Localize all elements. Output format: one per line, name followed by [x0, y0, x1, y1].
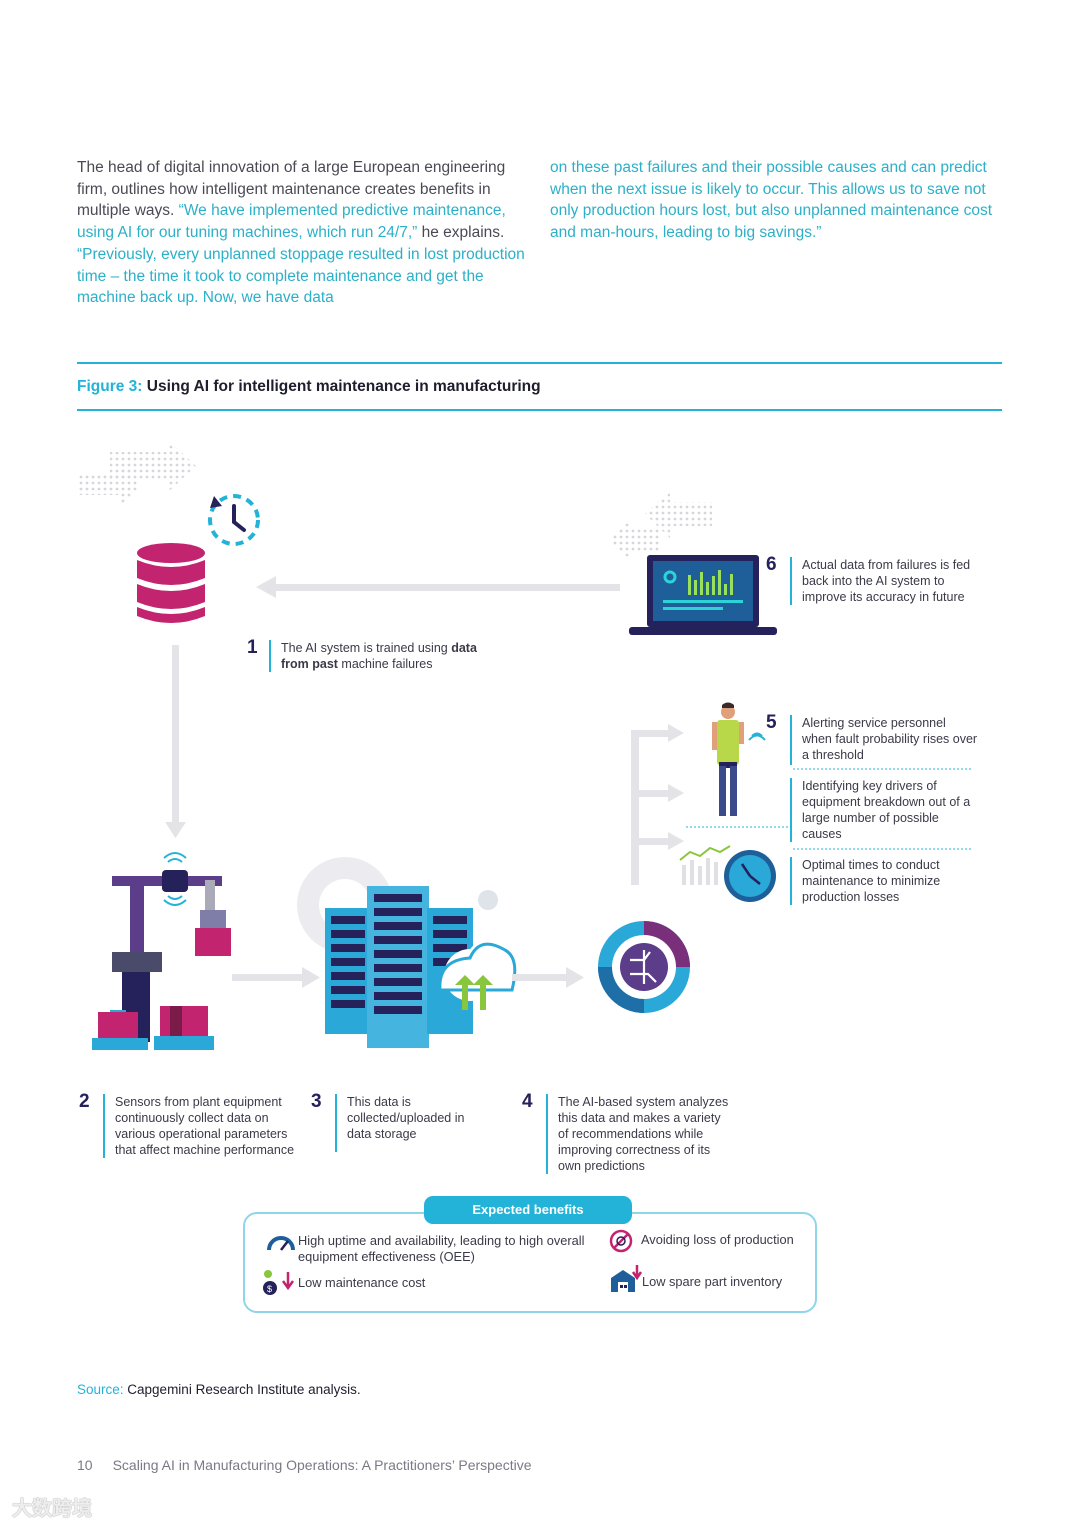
intro-text: The head of digital innovation of a larg… [77, 159, 506, 220]
step-6-text: Actual data from failures is fed back in… [790, 557, 992, 605]
report-title: Scaling AI in Manufacturing Operations: … [112, 1457, 532, 1473]
robot-arm-icon [92, 852, 231, 1050]
figure-title: Figure 3: Using AI for intelligent maint… [77, 378, 541, 396]
source-text: Capgemini Research Institute analysis. [123, 1382, 361, 1397]
service-person-icon [712, 702, 766, 816]
step-number: 2 [79, 1091, 90, 1112]
benefit-low-maintenance: Low maintenance cost [298, 1275, 426, 1290]
gauge-icon [267, 1236, 295, 1251]
step-1-text-end: machine failures [337, 657, 433, 671]
intro-column-right: on these past failures and their possibl… [550, 157, 1005, 244]
step-2: 2 Sensors from plant equipment continuou… [79, 1091, 319, 1158]
process-graphics [92, 852, 690, 1050]
svg-text:$: $ [267, 1284, 272, 1294]
watermark: 大数跨境 [12, 1498, 92, 1520]
page-footer: 10 Scaling AI in Manufacturing Operations… [77, 1457, 532, 1473]
step-1-bold: data from past [281, 641, 477, 671]
figure-bottom-rule [77, 409, 1002, 411]
dotted-arrow-decoration [78, 440, 712, 562]
step-5: 5 Alerting service personnel when fault … [766, 712, 996, 910]
no-stop-icon [609, 1229, 633, 1253]
step-6: 6 Actual data from failures is fed back … [766, 554, 996, 607]
figure-title-text: Using AI for intelligent maintenance in … [146, 378, 541, 395]
cloud-upload-icon [438, 890, 517, 1010]
clock-icon [208, 494, 260, 546]
benefits-header: Expected benefits [424, 1196, 632, 1224]
step-number: 1 [247, 637, 258, 658]
step-text: The AI system is trained using data from… [269, 640, 481, 672]
database-icon [137, 543, 205, 623]
arrow-3-4 [512, 967, 584, 988]
page-number: 10 [77, 1457, 93, 1473]
arrow-2-3 [232, 967, 320, 988]
source-label: Source: [77, 1382, 124, 1397]
money-down-icon: $ [263, 1270, 295, 1295]
benefit-avoid-loss: Avoiding loss of production [641, 1232, 794, 1247]
feedback-arrow [256, 576, 620, 598]
step-5-item-3: Optimal times to conduct maintenance to … [790, 857, 978, 905]
step-4-text: The AI-based system analyzes this data a… [546, 1094, 733, 1174]
step-number: 4 [522, 1091, 533, 1112]
intro-quote-3: on these past failures and their possibl… [550, 159, 993, 242]
figure-label: Figure 3: [77, 378, 143, 395]
step-3-text: This data is collected/uploaded in data … [335, 1094, 479, 1152]
step-number: 6 [766, 554, 777, 575]
step-number: 3 [311, 1091, 322, 1112]
step-1: 1 The AI system is trained using data fr… [247, 637, 507, 700]
step-4: 4 The AI-based system analyzes this data… [522, 1091, 752, 1178]
step-number: 5 [766, 712, 777, 733]
down-arrow [165, 645, 186, 838]
source-note: Source: Capgemini Research Institute ana… [77, 1382, 361, 1397]
step-1-text: The AI system is trained using [281, 641, 452, 655]
diagram-graphics [78, 440, 973, 902]
step-2-text: Sensors from plant equipment continuousl… [103, 1094, 310, 1158]
trend-clock-icon [679, 845, 776, 902]
benefit-uptime: High uptime and availability, leading to… [298, 1233, 585, 1264]
warehouse-down-icon [611, 1265, 643, 1292]
intro-quote-2: “Previously, every unplanned stoppage re… [77, 245, 525, 307]
branch-arrows [631, 724, 684, 885]
intro-text-2: he explains. [417, 224, 505, 242]
step-3: 3 This data is collected/uploaded in dat… [311, 1091, 491, 1158]
step-5-item-1: Alerting service personnel when fault pr… [790, 715, 978, 765]
intro-column-left: The head of digital innovation of a larg… [77, 157, 532, 309]
step5-separators [686, 768, 973, 850]
laptop-icon [629, 555, 777, 635]
step-5-item-2: Identifying key drivers of equipment bre… [790, 778, 978, 842]
benefit-low-inventory: Low spare part inventory [642, 1274, 783, 1289]
intro-quote: “We have implemented predictive maintena… [77, 202, 506, 242]
ai-gear-icon [598, 921, 690, 1013]
figure-top-rule [77, 362, 1002, 364]
